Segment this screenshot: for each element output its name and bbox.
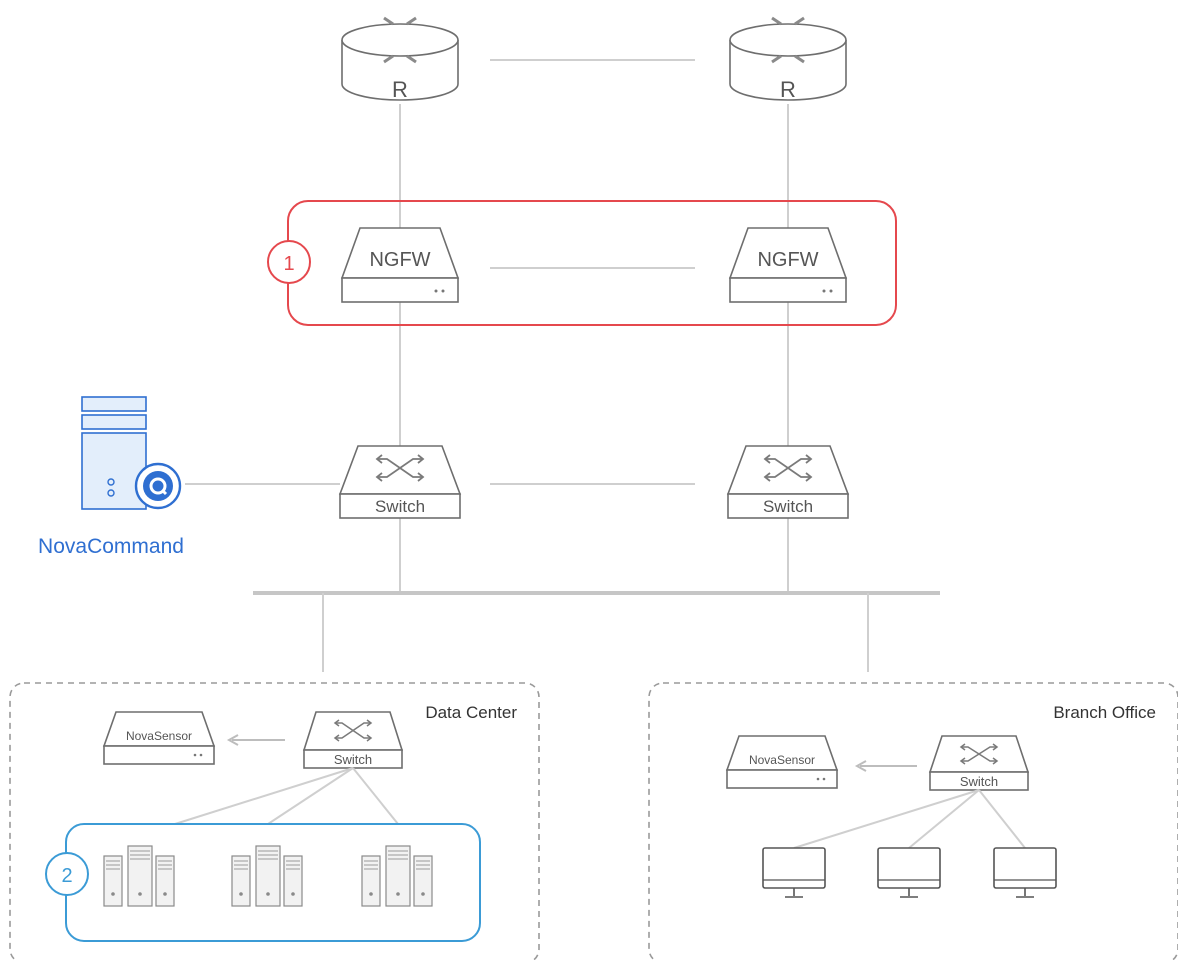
router-arrows-icon	[383, 16, 417, 64]
switch-arrows-icon	[959, 743, 999, 765]
switch-label: Switch	[763, 497, 813, 516]
novacommand-server[interactable]: NovaCommand	[38, 396, 184, 558]
callout-1: 1	[267, 240, 311, 284]
novacommand-logo-icon	[134, 462, 182, 510]
callout-2: 2	[45, 852, 89, 896]
novasensor-label: NovaSensor	[749, 753, 815, 767]
router-right: R	[729, 16, 847, 102]
server-rack-icon	[231, 845, 303, 907]
router-left: R	[341, 16, 459, 102]
branch-office-title: Branch Office	[1053, 703, 1156, 722]
datacenter-server-links	[174, 767, 399, 825]
branch-mirror-arrow	[854, 760, 917, 772]
core-switch-right: Switch	[726, 445, 850, 519]
firewall-label: NGFW	[369, 249, 430, 271]
switch-label: Switch	[375, 497, 425, 516]
server-groups	[103, 845, 433, 907]
firewall-label: NGFW	[757, 249, 818, 271]
datacenter-switch: Switch	[302, 711, 404, 769]
core-switch-left: Switch	[338, 445, 462, 519]
workstation-monitor-icon	[993, 847, 1057, 898]
workstation-monitor-icon	[877, 847, 941, 898]
branch-switch: Switch	[928, 735, 1030, 791]
data-center-zone	[9, 682, 540, 960]
workstations	[762, 847, 1057, 898]
datacenter-novasensor: NovaSensor	[102, 711, 216, 765]
svg-text:2: 2	[61, 865, 72, 887]
links	[185, 59, 940, 672]
branch-workstation-links	[793, 789, 1026, 849]
switch-label: Switch	[334, 752, 372, 767]
novasensor-label: NovaSensor	[126, 729, 192, 743]
switch-arrows-icon	[333, 719, 373, 742]
workstation-monitor-icon	[762, 847, 826, 898]
router-label: R	[392, 77, 408, 102]
switch-arrows-icon	[375, 454, 425, 482]
switch-arrows-icon	[763, 454, 813, 482]
router-label: R	[780, 77, 796, 102]
novacommand-label: NovaCommand	[38, 535, 184, 558]
switch-label: Switch	[960, 774, 998, 789]
router-arrows-icon	[771, 16, 805, 64]
data-center-title: Data Center	[425, 703, 517, 722]
datacenter-mirror-arrow	[226, 734, 285, 746]
svg-text:1: 1	[283, 253, 294, 275]
server-rack-icon	[103, 845, 175, 907]
firewall-right: NGFW	[728, 227, 848, 303]
firewall-left: NGFW	[340, 227, 460, 303]
server-rack-icon	[361, 845, 433, 907]
branch-novasensor: NovaSensor	[725, 735, 839, 789]
branch-office-zone	[648, 682, 1178, 960]
